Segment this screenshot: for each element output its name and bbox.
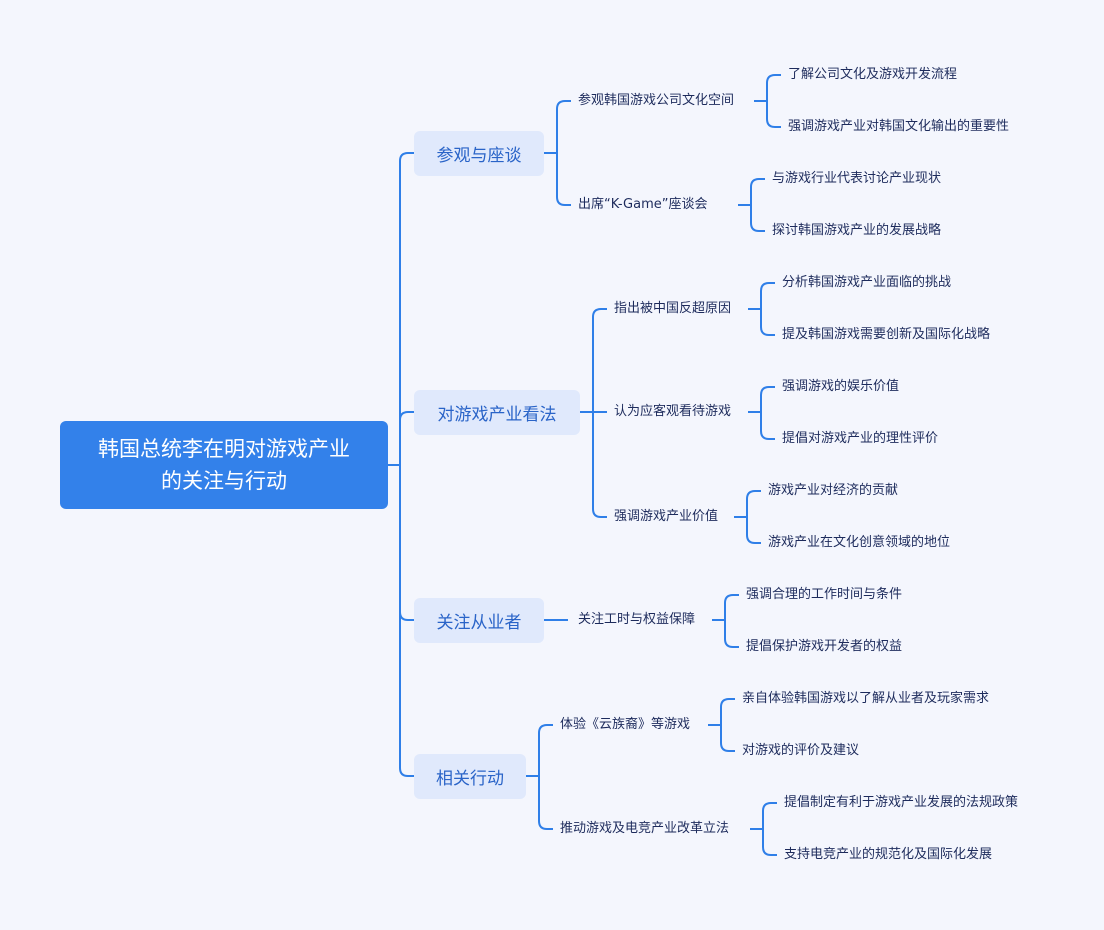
- connector-line: [748, 308, 775, 336]
- connector-line: [708, 698, 735, 726]
- leaf-node[interactable]: 分析韩国游戏产业面临的挑战: [782, 275, 952, 290]
- connector-line: [388, 152, 414, 466]
- connector-line: [544, 100, 571, 154]
- leaf-node[interactable]: 支持电竞产业的规范化及国际化发展: [784, 847, 993, 862]
- connector-line: [580, 411, 607, 518]
- connector-line: [738, 178, 765, 206]
- connector-line: [748, 282, 775, 310]
- leaf-node[interactable]: 游戏产业在文化创意领域的地位: [768, 535, 951, 550]
- connector-line: [734, 516, 761, 544]
- connector-line: [388, 464, 414, 777]
- topic-node[interactable]: 出席“K-Game”座谈会: [578, 197, 708, 212]
- branch-focus-on-workers[interactable]: 关注从业者: [414, 598, 544, 643]
- leaf-node[interactable]: 游戏产业对经济的贡献: [768, 483, 899, 498]
- connector-line: [748, 411, 775, 440]
- topic-node[interactable]: 参观韩国游戏公司文化空间: [578, 93, 735, 108]
- leaf-node[interactable]: 与游戏行业代表讨论产业现状: [772, 171, 942, 186]
- leaf-node[interactable]: 了解公司文化及游戏开发流程: [788, 67, 958, 82]
- branch-visit-and-forum[interactable]: 参观与座谈: [414, 131, 544, 176]
- connector-line: [580, 308, 607, 413]
- topic-node[interactable]: 关注工时与权益保障: [578, 612, 696, 627]
- topic-node[interactable]: 强调游戏产业价值: [614, 509, 719, 524]
- leaf-node[interactable]: 提倡制定有利于游戏产业发展的法规政策: [784, 795, 1019, 810]
- connector-line: [748, 386, 775, 413]
- connector-line: [388, 411, 414, 466]
- leaf-node[interactable]: 探讨韩国游戏产业的发展战略: [772, 223, 942, 238]
- connector-line: [754, 74, 781, 102]
- leaf-node[interactable]: 强调游戏产业对韩国文化输出的重要性: [788, 119, 1010, 134]
- connector-line: [712, 594, 739, 621]
- connector-line: [750, 802, 777, 830]
- connector-line: [750, 828, 777, 856]
- topic-node[interactable]: 体验《云族裔》等游戏: [560, 717, 691, 732]
- connector-line: [526, 775, 553, 830]
- topic-node[interactable]: 推动游戏及电竞产业改革立法: [560, 821, 730, 836]
- leaf-node[interactable]: 亲自体验韩国游戏以了解从业者及玩家需求: [742, 691, 990, 706]
- connector-line: [526, 724, 553, 777]
- topic-node[interactable]: 认为应客观看待游戏: [614, 404, 732, 419]
- leaf-node[interactable]: 提倡对游戏产业的理性评价: [782, 431, 939, 446]
- leaf-node[interactable]: 提倡保护游戏开发者的权益: [746, 639, 903, 654]
- leaf-node[interactable]: 对游戏的评价及建议: [742, 743, 860, 758]
- leaf-node[interactable]: 强调游戏的娱乐价值: [782, 379, 900, 394]
- connector-line: [738, 204, 765, 232]
- leaf-node[interactable]: 强调合理的工作时间与条件: [746, 587, 903, 602]
- root-node[interactable]: 韩国总统李在明对游戏产业的关注与行动: [60, 421, 388, 509]
- connector-line: [708, 724, 735, 752]
- connector-line: [754, 100, 781, 128]
- branch-related-actions[interactable]: 相关行动: [414, 754, 526, 799]
- branch-views-on-industry[interactable]: 对游戏产业看法: [414, 390, 580, 435]
- connector-line: [544, 152, 571, 206]
- connector-line: [734, 490, 761, 518]
- connector-line: [712, 619, 739, 648]
- topic-node[interactable]: 指出被中国反超原因: [614, 301, 732, 316]
- leaf-node[interactable]: 提及韩国游戏需要创新及国际化战略: [782, 327, 991, 342]
